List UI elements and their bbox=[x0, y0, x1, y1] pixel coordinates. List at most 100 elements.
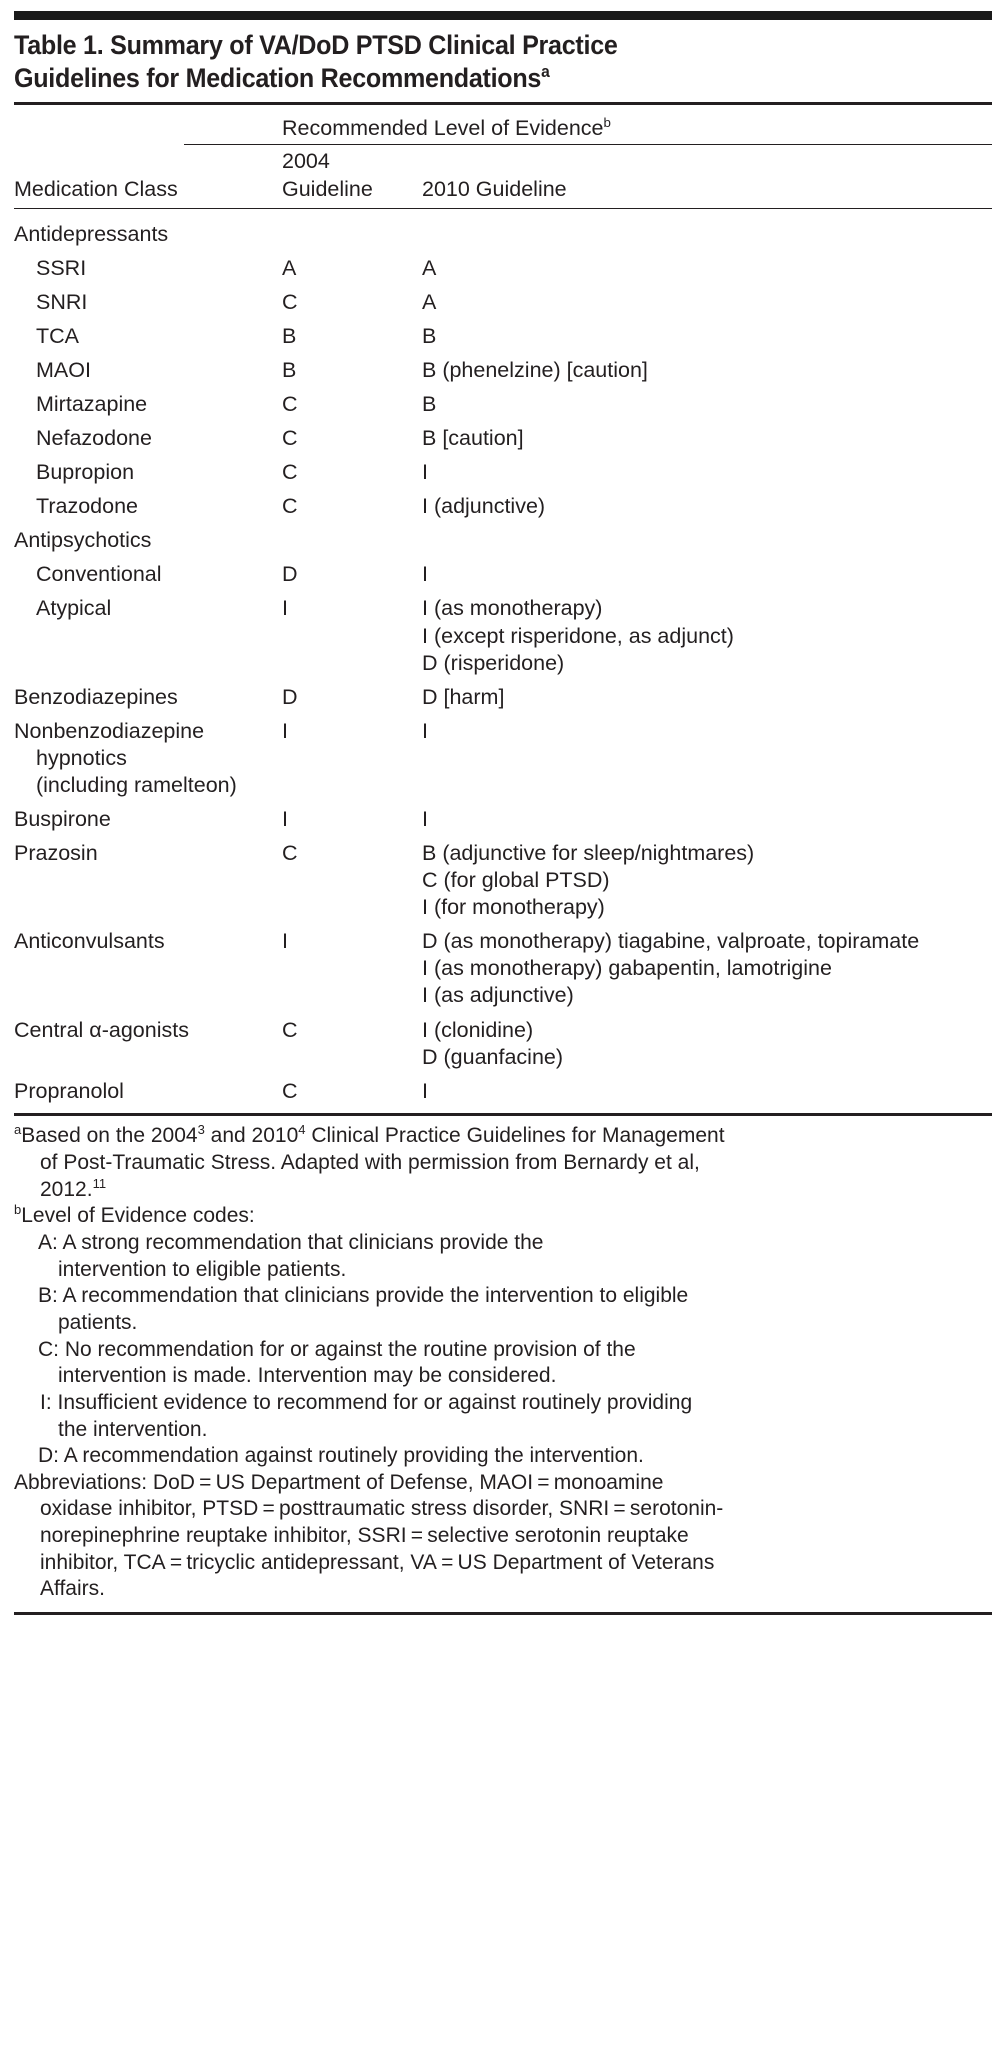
span-rule-row bbox=[14, 143, 992, 146]
row-2010-value-line: B (adjunctive for sleep/nightmares) bbox=[422, 841, 755, 866]
row-2010-guideline-value: D [harm] bbox=[422, 680, 992, 714]
footnote-a-line3-text: 2012. bbox=[40, 1177, 93, 1201]
footnote-b-intro-text: Level of Evidence codes: bbox=[21, 1204, 255, 1228]
span-header-cell: Recommended Level of Evidenceb bbox=[282, 115, 992, 144]
row-2010-guideline-value: I bbox=[422, 456, 992, 490]
table-page: Table 1. Summary of VA/DoD PTSD Clinical… bbox=[0, 11, 1006, 2051]
row-2004-guideline-value: B bbox=[282, 357, 297, 382]
row-medication-class: Prazosin bbox=[14, 837, 282, 925]
title-line-1: Table 1. Summary of VA/DoD PTSD Clinical… bbox=[14, 30, 618, 60]
row-2010-value-line: I bbox=[422, 562, 428, 587]
evidence-code-letter: C: bbox=[38, 1337, 65, 1361]
evidence-code-entry: D: A recommendation against routinely pr… bbox=[14, 1443, 992, 1470]
evidence-code-letter: I: bbox=[40, 1390, 58, 1414]
abbreviations-line-4: inhibitor, TCA = tricyclic antidepressan… bbox=[40, 1550, 715, 1574]
span-header-footnote-marker: b bbox=[603, 114, 611, 130]
row-2010-value-line: I (adjunctive) bbox=[422, 494, 546, 519]
evidence-code-letter: B: bbox=[38, 1284, 63, 1308]
row-2010-value-line: B bbox=[422, 392, 437, 416]
row-medication-class: Nefazodone bbox=[14, 422, 282, 456]
table-row: Antidepressants bbox=[14, 217, 992, 251]
abbreviations-line-3: norepinephrine reuptake inhibitor, SSRI … bbox=[40, 1524, 689, 1548]
row-2010-value-line: B [caution] bbox=[422, 426, 524, 451]
footnote-a-line1: aBased on the 20043 and 20104 Clinical P… bbox=[14, 1123, 992, 1150]
row-2010-guideline-value: I bbox=[422, 714, 992, 802]
row-label-continuation: (including ramelteon) bbox=[36, 772, 237, 797]
column-header-row: Medication Class 2004 Guideline 2010 Gui… bbox=[14, 145, 992, 207]
evidence-code-entry: B: A recommendation that clinicians prov… bbox=[14, 1283, 992, 1310]
rule-under-column-headers bbox=[14, 207, 992, 210]
row-2004-guideline-value: A bbox=[282, 255, 297, 280]
row-medication-class: SSRI bbox=[14, 251, 282, 285]
row-2004-guideline-value: I bbox=[282, 807, 288, 832]
evidence-code-continuation: the intervention. bbox=[58, 1417, 208, 1441]
table-row: Prazosin C B (adjunctive for sleep/nightma… bbox=[14, 837, 992, 925]
footnote-a-marker: a bbox=[14, 1122, 22, 1138]
table-row: SSRI A A bbox=[14, 251, 992, 285]
row-2010-value-line: A bbox=[422, 255, 437, 280]
row-2010-guideline-value: I bbox=[422, 803, 992, 837]
footnote-a-ref-4: 4 bbox=[298, 1122, 306, 1138]
row-2004-guideline-value: C bbox=[282, 841, 298, 866]
rule-below-title bbox=[14, 101, 992, 105]
col-header-medication-class: Medication Class bbox=[14, 176, 178, 201]
row-2004-guideline-value: I bbox=[282, 718, 288, 743]
span-header-empty bbox=[14, 115, 282, 144]
row-label: Bupropion bbox=[36, 460, 135, 485]
span-rule-cell bbox=[14, 143, 992, 146]
row-label: Antidepressants bbox=[14, 221, 169, 246]
row-2010-value-line: D [harm] bbox=[422, 684, 505, 709]
row-medication-class: Antidepressants bbox=[14, 217, 282, 251]
bottom-rule bbox=[14, 1612, 992, 1616]
row-label: Nefazodone bbox=[36, 426, 152, 451]
table-row: Antipsychotics bbox=[14, 524, 992, 558]
row-2010-value-line: I bbox=[422, 718, 428, 743]
table-row: MAOI B B (phenelzine) [caution] bbox=[14, 353, 992, 387]
rule-under-span-header bbox=[184, 143, 992, 146]
row-label: Prazosin bbox=[14, 841, 98, 866]
row-2010-guideline-value: I bbox=[422, 558, 992, 592]
body-top-spacer bbox=[14, 209, 992, 217]
row-2010-guideline-value: B (phenelzine) [caution] bbox=[422, 353, 992, 387]
row-medication-class: Conventional bbox=[14, 558, 282, 592]
row-2010-value-line: I (as adjunctive) bbox=[422, 983, 574, 1008]
table-row: Nefazodone C B [caution] bbox=[14, 422, 992, 456]
row-label: SSRI bbox=[36, 255, 87, 280]
row-label: Trazodone bbox=[36, 494, 138, 519]
row-label: MAOI bbox=[36, 357, 91, 382]
row-label: Nonbenzodiazepine bbox=[14, 718, 205, 743]
row-label: Conventional bbox=[36, 562, 162, 587]
row-2004-guideline-value bbox=[282, 524, 422, 558]
row-2010-guideline-value bbox=[422, 217, 992, 251]
guidelines-table: Recommended Level of Evidenceb Medicatio… bbox=[14, 105, 992, 1108]
row-2010-value-line: A bbox=[422, 289, 437, 314]
row-2010-guideline-value: A bbox=[422, 285, 992, 319]
footnote-a-part1: Based on the 2004 bbox=[21, 1124, 198, 1148]
col-header-2010-guideline: 2010 Guideline bbox=[422, 176, 567, 201]
evidence-code-letter: A: bbox=[38, 1230, 63, 1254]
row-medication-class: MAOI bbox=[14, 353, 282, 387]
header-rule-row bbox=[14, 207, 992, 210]
row-label: Propranolol bbox=[14, 1078, 124, 1103]
row-2004-guideline-value: I bbox=[282, 929, 288, 954]
row-2010-value-line: B bbox=[422, 323, 437, 348]
footnotes-block: aBased on the 20043 and 20104 Clinical P… bbox=[14, 1116, 992, 1603]
rule-below-table bbox=[14, 1113, 992, 1117]
row-label: Anticonvulsants bbox=[14, 929, 165, 954]
row-medication-class: TCA bbox=[14, 319, 282, 353]
top-black-bar bbox=[14, 11, 992, 20]
row-2004-guideline-value: C bbox=[282, 426, 298, 451]
evidence-code-continuation: patients. bbox=[58, 1310, 138, 1334]
page-title: Table 1. Summary of VA/DoD PTSD Clinical… bbox=[14, 20, 992, 102]
footnote-a-part3: Clinical Practice Guidelines for Managem… bbox=[305, 1124, 725, 1148]
